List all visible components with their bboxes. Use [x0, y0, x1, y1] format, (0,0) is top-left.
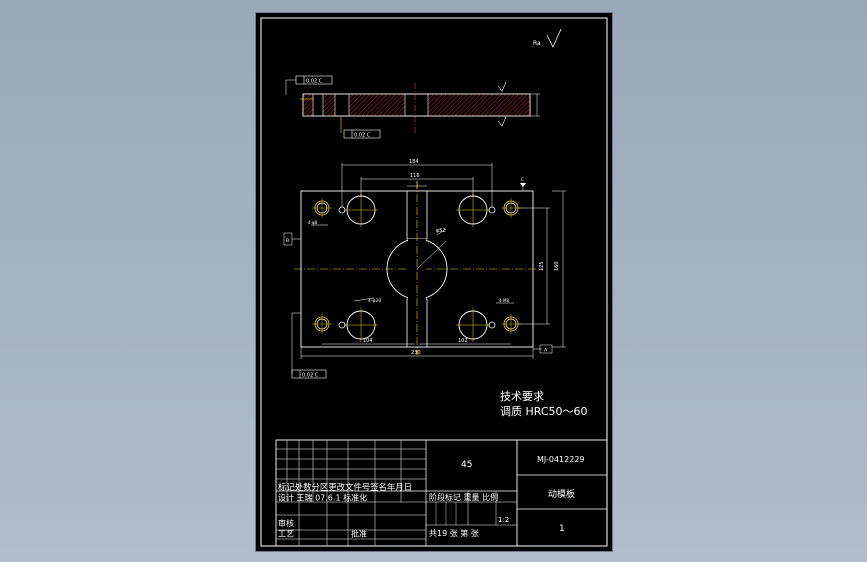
- svg-text:125: 125: [539, 261, 545, 271]
- revision-header: 标记处数分区更改文件号签名年月日: [278, 482, 412, 492]
- svg-text:Ra: Ra: [533, 40, 541, 47]
- drawing-number: MJ-0412229: [537, 455, 585, 464]
- part-name: 动模板: [548, 488, 575, 500]
- title-block-text: 45 MJ-0412229 动模板 1 标记处数分区更改文件号签名年月日 设计 …: [278, 455, 585, 539]
- scale: 1:2: [498, 516, 509, 524]
- svg-text:A: A: [544, 348, 548, 354]
- drawing-sheet: Ra: [255, 12, 613, 552]
- plan-view: 184 116 104 102 230 160 125 φ52 4-φ20: [283, 159, 566, 379]
- design-row: 设计 王瑞 07.6.1 标准化: [278, 493, 367, 503]
- roughness-symbol: Ra: [533, 28, 562, 48]
- svg-text:0.02 C: 0.02 C: [302, 373, 319, 379]
- section-view: [300, 81, 540, 135]
- title-block: [275, 439, 608, 547]
- notes-line1: 调质 HRC50～60: [500, 405, 588, 418]
- svg-text:4-M8: 4-M8: [499, 298, 509, 303]
- svg-text:184: 184: [409, 159, 419, 165]
- svg-text:C: C: [521, 177, 524, 182]
- tolerance-frame-bottom: 0.02 C: [291, 312, 327, 379]
- svg-text:0.02 C: 0.02 C: [306, 79, 323, 85]
- svg-text:160: 160: [554, 261, 560, 271]
- approve-label: 批准: [351, 529, 367, 539]
- tolerance-frame-side: 0.02 C: [343, 129, 381, 139]
- datum-upper: C: [520, 177, 526, 191]
- sheet-count: 共19 张 第 张: [429, 528, 479, 538]
- svg-text:104: 104: [363, 338, 373, 344]
- svg-text:φ52: φ52: [436, 228, 446, 234]
- process-label: 工艺: [278, 530, 294, 539]
- notes-title: 技术要求: [500, 390, 544, 403]
- svg-text:102: 102: [458, 338, 468, 344]
- datum-right: A: [533, 344, 553, 354]
- review-label: 审核: [278, 518, 294, 528]
- stage-header: 阶段标记 重量 比例: [429, 492, 498, 502]
- svg-text:116: 116: [410, 173, 420, 179]
- quantity: 1: [559, 524, 565, 534]
- tolerance-frame-top: 0.02 C: [285, 75, 333, 95]
- svg-text:230: 230: [411, 350, 421, 356]
- svg-text:B: B: [286, 238, 289, 244]
- technical-notes: 技术要求 调质 HRC50～60: [500, 390, 588, 418]
- datum-left: B: [283, 232, 301, 246]
- svg-text:4-φ8: 4-φ8: [308, 220, 318, 225]
- svg-text:0.02 C: 0.02 C: [354, 133, 371, 139]
- cad-drawing: Ra: [260, 17, 608, 547]
- svg-text:4-φ20: 4-φ20: [368, 298, 381, 304]
- material: 45: [461, 460, 472, 470]
